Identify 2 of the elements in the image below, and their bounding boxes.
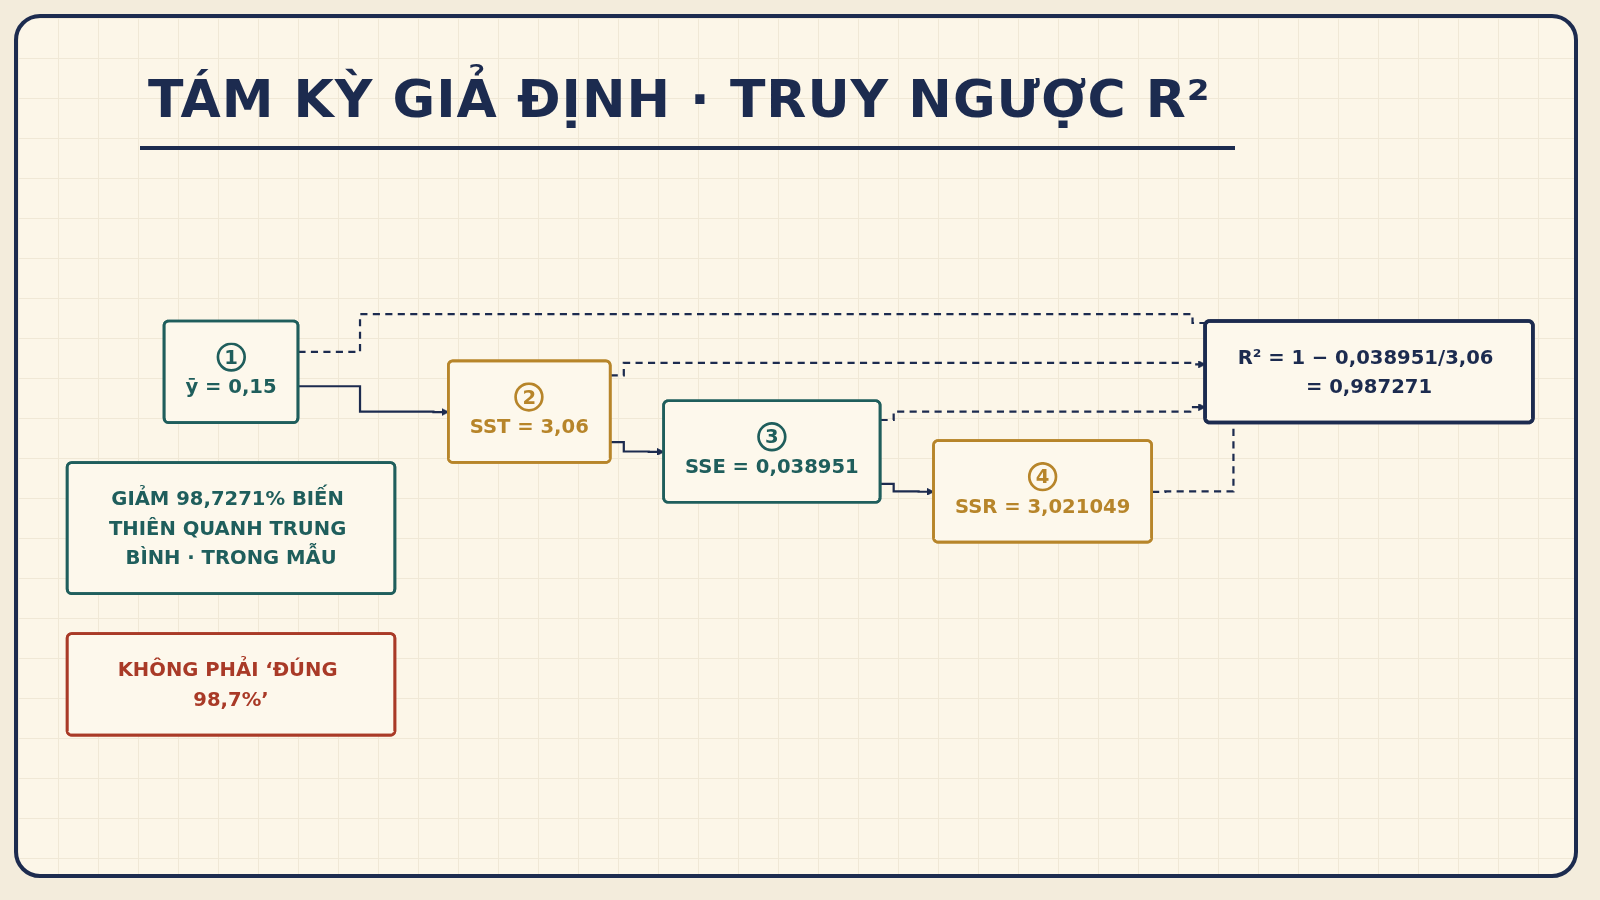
title: TÁM KỲ GIẢ ĐỊNH · TRUY NGƯỢC R²: [140, 48, 1235, 150]
connector: [298, 313, 1207, 354]
